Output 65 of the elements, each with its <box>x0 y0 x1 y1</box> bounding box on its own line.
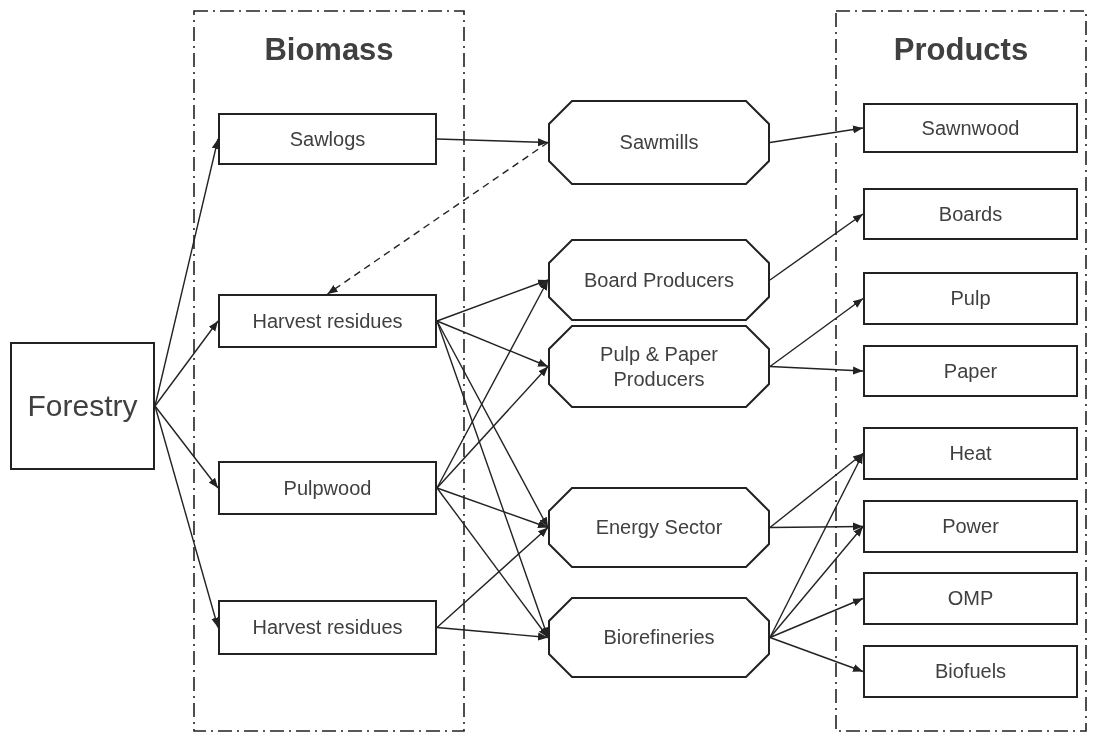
process-box <box>863 188 1078 240</box>
arrow <box>436 626 549 641</box>
node-label: Biofuels <box>934 659 1007 684</box>
node-label: Sawmills <box>619 130 699 155</box>
process-octagon <box>548 487 770 568</box>
process-octagon <box>548 325 770 408</box>
arrow <box>154 138 220 407</box>
arrow <box>436 279 549 322</box>
node-label: Power <box>942 514 999 539</box>
arrow <box>769 297 864 368</box>
group-title: Products <box>892 32 1030 68</box>
process-box <box>218 113 437 165</box>
arrow <box>154 405 219 489</box>
arrow <box>436 320 549 529</box>
arrow <box>769 452 864 639</box>
arrow <box>769 365 864 375</box>
arrow <box>769 452 864 529</box>
arrow <box>769 522 864 531</box>
dashed-arrow <box>326 141 549 295</box>
process-box <box>218 600 437 655</box>
arrow <box>436 365 549 489</box>
group-frame <box>193 10 465 732</box>
node-label: OMP <box>947 586 994 611</box>
node-label: Pulp <box>950 286 991 311</box>
process-box <box>218 461 437 515</box>
arrow <box>436 320 549 639</box>
process-box <box>863 500 1078 553</box>
node-label: Paper <box>943 358 998 384</box>
arrow <box>769 213 864 281</box>
process-box <box>863 572 1078 625</box>
node-label: Sawnwood <box>921 115 1020 141</box>
group-frame <box>835 10 1087 732</box>
arrow <box>154 320 219 407</box>
node-label: Forestry <box>27 388 138 425</box>
group-title: Biomass <box>263 32 395 68</box>
arrow <box>769 636 864 673</box>
process-box <box>863 103 1078 153</box>
node-label: Heat <box>949 441 992 466</box>
node-label: Boards <box>938 201 1003 227</box>
process-box <box>863 345 1078 397</box>
process-box <box>863 427 1078 480</box>
node-label: Pulpwood <box>283 475 372 501</box>
arrow <box>436 487 549 529</box>
process-box <box>863 645 1078 698</box>
node-label: Board Producers <box>583 267 735 293</box>
node-label: Pulp & Paper Producers <box>599 341 719 392</box>
process-box <box>10 342 155 470</box>
process-octagon <box>548 239 770 321</box>
arrow <box>769 597 864 639</box>
arrow <box>436 526 549 629</box>
process-box <box>218 294 437 348</box>
arrow <box>436 138 549 147</box>
arrow <box>769 125 864 144</box>
node-label: Energy Sector <box>595 515 723 540</box>
arrow <box>436 320 549 368</box>
node-label: Harvest residues <box>252 308 403 334</box>
process-box <box>863 272 1078 325</box>
process-octagon <box>548 597 770 678</box>
node-label: Biorefineries <box>603 625 715 650</box>
node-label: Harvest residues <box>252 615 403 640</box>
arrow <box>436 487 549 639</box>
arrow <box>154 405 220 629</box>
arrow <box>769 525 864 639</box>
process-octagon <box>548 100 770 185</box>
node-label: Sawlogs <box>289 126 366 152</box>
